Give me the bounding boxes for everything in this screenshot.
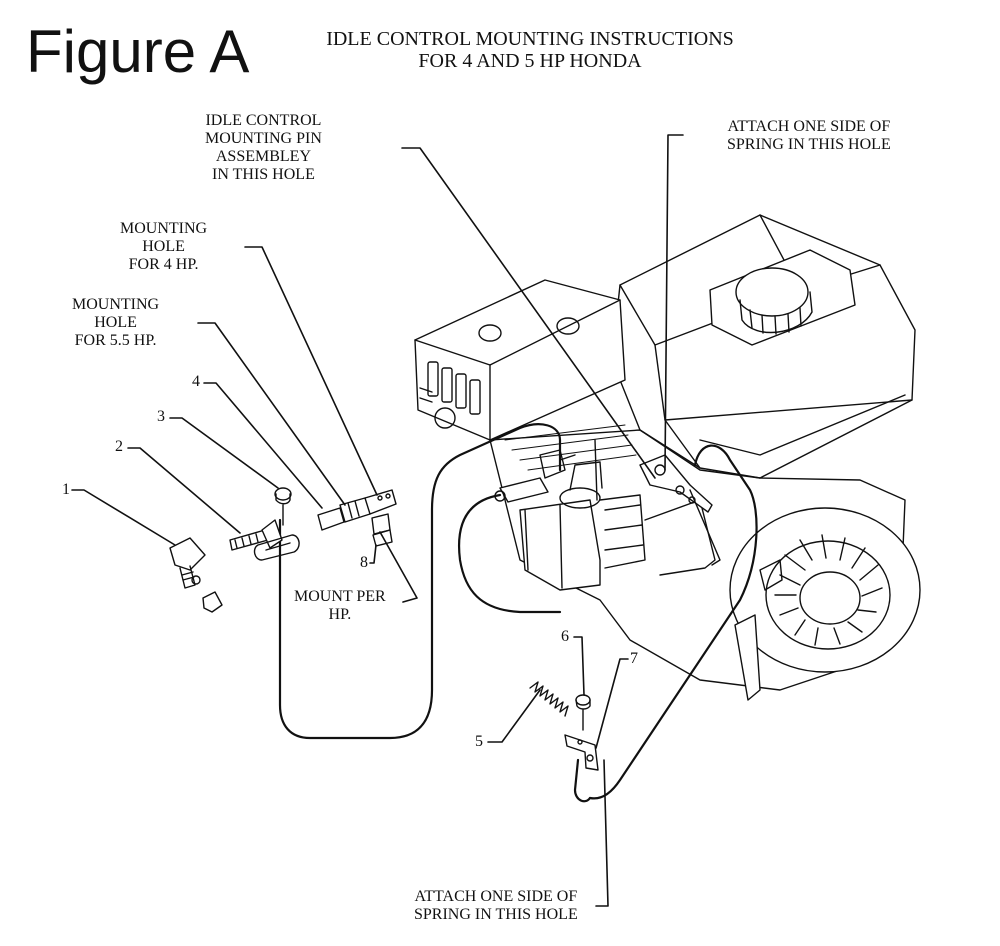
callout-line: IDLE CONTROL	[205, 112, 322, 129]
callout-line: FOR 5.5 HP.	[74, 332, 157, 349]
callout-hole-55hp: MOUNTING HOLE FOR 5.5 HP.	[72, 296, 159, 350]
callout-line: SPRING IN THIS HOLE	[414, 906, 578, 923]
fuel-cap	[709, 249, 856, 346]
part-8-nut	[371, 513, 393, 547]
figure-label: Figure A	[26, 18, 250, 85]
callout-line: SPRING IN THIS HOLE	[727, 136, 891, 153]
callout-mount-per-hp: MOUNT PER HP.	[294, 588, 386, 624]
title-line-2: FOR 4 AND 5 HP HONDA	[418, 50, 642, 72]
part-number-2: 2	[115, 438, 123, 455]
leader-lines	[71, 134, 684, 907]
part-number-4: 4	[192, 373, 200, 390]
callout-line: MOUNTING	[120, 220, 208, 237]
callout-line: HOLE	[94, 314, 137, 331]
part-1-elbow	[169, 537, 223, 613]
callout-pin-assembly: IDLE CONTROL MOUNTING PIN ASSEMBLEY IN T…	[205, 112, 322, 184]
title-line-1: IDLE CONTROL MOUNTING INSTRUCTIONS	[326, 28, 734, 50]
part-number-3: 3	[157, 408, 165, 425]
part-number-7: 7	[630, 650, 638, 667]
callout-line: MOUNT PER	[294, 588, 386, 605]
cable-end	[494, 477, 549, 503]
callout-line: HOLE	[142, 238, 185, 255]
callout-hole-4hp: MOUNTING HOLE FOR 4 HP.	[120, 220, 207, 274]
part-number-6: 6	[561, 628, 569, 645]
callout-spring-top: ATTACH ONE SIDE OF SPRING IN THIS HOLE	[727, 118, 891, 154]
callout-line: HP.	[328, 606, 352, 623]
part-2-bracket	[229, 519, 300, 561]
air-cleaner	[414, 279, 626, 441]
fuel-tank	[611, 214, 916, 479]
callout-spring-bottom: ATTACH ONE SIDE OF SPRING IN THIS HOLE	[414, 888, 578, 924]
carburetor	[519, 439, 716, 591]
part-5-spring	[529, 681, 569, 717]
callout-line: MOUNTING	[72, 296, 160, 313]
callout-line: MOUNTING PIN	[205, 130, 322, 147]
callout-line: FOR 4 HP.	[128, 256, 199, 273]
part-number-1: 1	[62, 481, 70, 498]
part-7-bracket	[564, 734, 599, 771]
part-4-stud	[317, 489, 397, 531]
part-number-5: 5	[475, 733, 483, 750]
callout-line: IN THIS HOLE	[212, 166, 315, 183]
page-title: IDLE CONTROL MOUNTING INSTRUCTIONS FOR 4…	[300, 28, 760, 72]
part-number-8: 8	[360, 554, 368, 571]
part-3-screw	[274, 487, 292, 526]
part-6-screw	[575, 694, 591, 731]
callout-line: ATTACH ONE SIDE OF	[727, 118, 891, 135]
callout-line: ATTACH ONE SIDE OF	[414, 888, 578, 905]
recoil-starter	[729, 507, 921, 701]
control-cable	[278, 423, 758, 803]
throttle-linkage	[639, 454, 721, 566]
callout-line: ASSEMBLEY	[215, 148, 311, 165]
